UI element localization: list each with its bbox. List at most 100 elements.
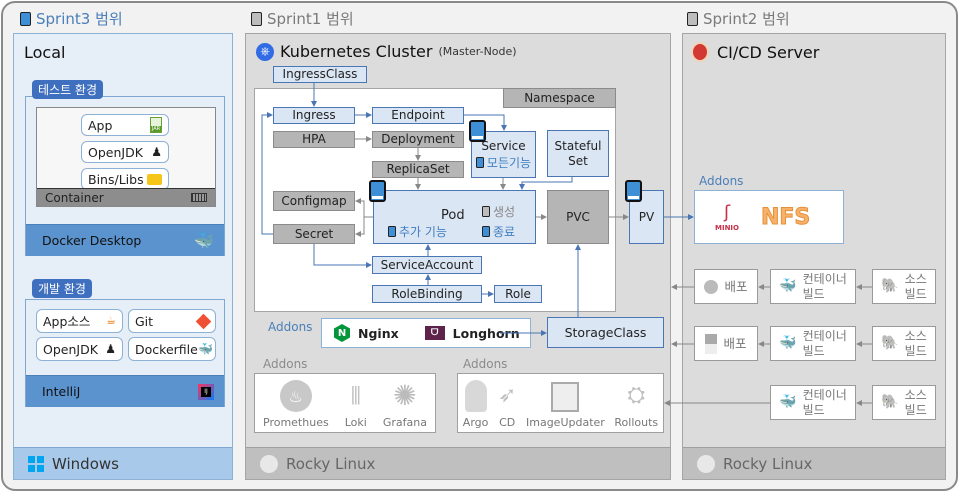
book-icon (475, 156, 484, 168)
java-cup-icon: ☕ (106, 314, 116, 328)
container-icon (191, 193, 207, 202)
cd-addons-box: Argo ➶ CD ImageUpdater ⛭ Rollouts (457, 373, 664, 433)
book-icon (482, 226, 490, 237)
rocky-linux-icon (260, 454, 278, 473)
cluster-subtitle: (Master-Node) (438, 45, 517, 58)
nginx-label: Nginx (358, 325, 399, 341)
dev-env-box: App소스 ☕ Git OpenJDK ♟ Dockerfile 🐳 Intel… (25, 299, 225, 407)
cluster-title: Kubernetes Cluster (280, 42, 433, 61)
source-build-line2: 빌드 (904, 286, 927, 301)
deploy-label: 배포 (724, 279, 748, 294)
book-icon (388, 226, 396, 237)
rocky-linux-footer: Rocky Linux (246, 447, 670, 479)
openjdk-dev-item: OpenJDK ♟ (36, 337, 123, 361)
cluster-header: ⎈ Kubernetes Cluster (Master-Node) (256, 42, 517, 61)
hpa-node: HPA (273, 131, 355, 148)
sprint1-title-text: Sprint1 범위 (267, 10, 354, 28)
statefulset-line1: Stateful (554, 139, 602, 154)
prometheus-icon: ♨ (279, 380, 312, 412)
cd-addons-label: Addons (463, 357, 508, 371)
serviceaccount-node: ServiceAccount (372, 256, 482, 274)
bins-libs-item: Bins/Libs (81, 168, 169, 190)
loki-addon: ⫴ Loki (345, 380, 367, 429)
pod-addon-text: 추가 기능 (399, 225, 447, 239)
pod-create-text: 생성 (493, 205, 516, 219)
cube-icon (551, 382, 580, 412)
app-label: App (88, 117, 113, 133)
loki-label: Loki (344, 416, 367, 429)
windows-footer: Windows (14, 447, 232, 479)
container-bar: Container (37, 188, 215, 206)
container-label: Container (45, 190, 104, 205)
gradle-elephant-icon: 🐘 (881, 278, 899, 295)
sprint3-title-text: Sprint3 범위 (36, 10, 123, 28)
book-icon (251, 11, 262, 26)
k8s-addons-box: N Nginx ᗜ Longhorn (321, 318, 531, 348)
rollouts-addon: ⛭ Rollouts (614, 380, 658, 429)
pod-label: Pod (441, 208, 465, 223)
app-source-label: App소스 (43, 313, 91, 329)
intellij-label: IntelliJ (42, 384, 81, 399)
storage-addons-label: Addons (699, 174, 744, 188)
dockerfile-item: Dockerfile 🐳 (128, 337, 216, 361)
cd-addon: ➶ CD (498, 380, 516, 429)
longhorn-icon: ᗜ (424, 326, 445, 340)
docker-whale-icon: 🐳 (779, 278, 797, 295)
kubernetes-icon (704, 279, 719, 294)
sprint2-title: Sprint2 범위 (687, 8, 790, 29)
namespace-label: Namespace (503, 88, 616, 108)
folder-icon (147, 173, 162, 185)
deploy-k8s-step: 배포 (694, 269, 758, 304)
openjdk-dev-label: OpenJDK (43, 341, 98, 357)
jenkins-icon (691, 42, 709, 62)
local-title: Local (24, 43, 66, 62)
minio-label: MINIO (715, 224, 739, 232)
docker-desktop-label: Docker Desktop (42, 233, 142, 248)
git-label: Git (135, 313, 154, 329)
sprint1-title: Sprint1 범위 (251, 8, 354, 29)
pod-terminate: 종료 (482, 225, 515, 239)
storage-addons-box: ʃ MINIO NFS (694, 190, 844, 244)
container-build-line1: 컨테이너 (802, 388, 847, 403)
replicaset-node: ReplicaSet (372, 161, 464, 178)
openjdk-item: OpenJDK ♟ (81, 141, 169, 163)
k8s-addons-label: Addons (268, 320, 313, 334)
nfs-label: NFS (760, 204, 811, 230)
service-note: 모든기능 (475, 156, 531, 170)
container-build-line2: 빌드 (802, 286, 825, 301)
longhorn-label: Longhorn (452, 325, 520, 341)
imageupdater-label: ImageUpdater (526, 416, 605, 429)
deployment-node: Deployment (372, 131, 464, 148)
source-build-line2: 빌드 (904, 402, 927, 417)
docker-whale-icon: 🐳 (779, 394, 797, 411)
sprint2-title-text: Sprint2 범위 (703, 10, 790, 28)
source-build-line1: 소스 (904, 388, 927, 403)
storageclass-node: StorageClass (547, 317, 664, 348)
configmap-node: Configmap (273, 191, 355, 211)
intellij-bar: IntelliJ IJ (26, 375, 224, 407)
loki-icon: ⫴ (350, 382, 361, 410)
local-panel: Local App JAR OpenJDK ♟ Bins/Libs Contai… (13, 33, 233, 480)
cicd-title: CI/CD Server (717, 42, 820, 62)
source-build-line1: 소스 (904, 272, 927, 287)
statefulset-line2: Set (568, 153, 588, 168)
argo-icon (464, 380, 487, 412)
flamingo-icon: ʃ (723, 202, 731, 223)
rocky-linux-label: Rocky Linux (286, 454, 376, 473)
book-icon (369, 180, 386, 202)
ingressclass-node: IngressClass (273, 66, 367, 83)
git-icon (195, 313, 212, 329)
grafana-icon: ✺ (393, 379, 417, 412)
argo-addon: Argo (463, 380, 488, 429)
container-box: App JAR OpenJDK ♟ Bins/Libs Container (36, 107, 216, 207)
